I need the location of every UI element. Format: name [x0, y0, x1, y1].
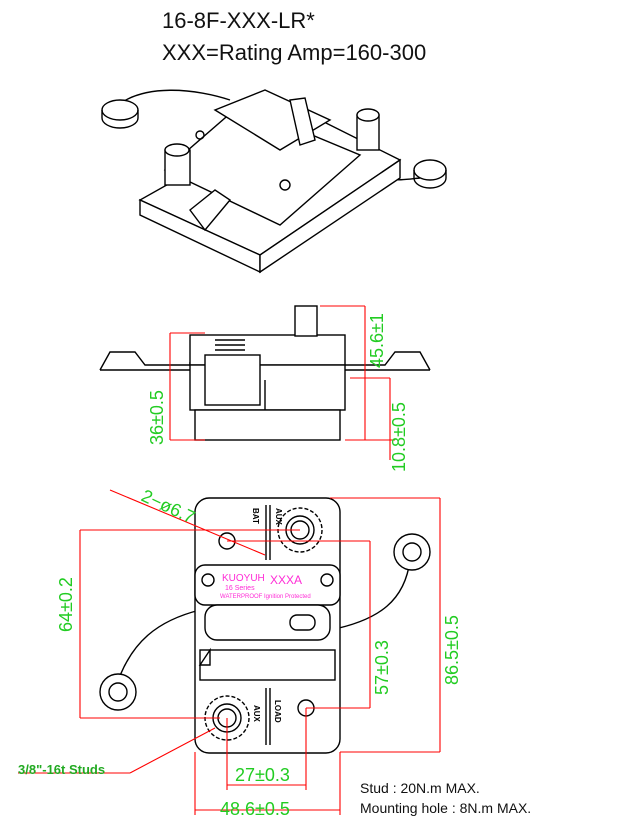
isometric-view	[101, 89, 447, 274]
dim-stud-spacing-h: 27±0.3	[235, 765, 290, 785]
dim-stud-spacing-v: 57±0.3	[372, 640, 392, 695]
dim-length: 86.5±0.5	[442, 615, 462, 685]
terminal-load: LOAD	[273, 700, 282, 723]
mounting-torque-note: Mounting hole : 8N.m MAX.	[360, 800, 532, 816]
terminal-bat: BAT	[251, 508, 260, 524]
rating-note: XXX=Rating Amp=160-300	[162, 40, 427, 65]
dim-body-height: 36±0.5	[147, 390, 167, 445]
terminal-aux-bottom: AUX	[252, 705, 261, 723]
dim-total-height: 45.6±1	[367, 313, 387, 368]
label-ignition: Ignition Protected	[264, 594, 311, 600]
side-view	[99, 305, 431, 460]
label-rating: XXXA	[270, 573, 302, 587]
terminal-aux-top: AUX	[274, 508, 283, 526]
part-number: 16-8F-XXX-LR*	[162, 8, 315, 33]
dim-hole-spacing: 64±0.2	[56, 577, 76, 632]
dim-base-height: 10.8±0.5	[389, 402, 409, 472]
dim-holes: 2−ø6.7	[138, 485, 198, 527]
dim-width: 48.6±0.5	[220, 799, 290, 819]
label-waterproof: WATERPROOF	[220, 594, 263, 600]
label-series: 16 Series	[225, 585, 255, 592]
top-view	[18, 489, 441, 815]
label-brand: KUOYUH	[222, 573, 265, 584]
studs-callout: 3/8"-16t Studs	[18, 762, 106, 777]
stud-torque-note: Stud : 20N.m MAX.	[360, 780, 480, 796]
